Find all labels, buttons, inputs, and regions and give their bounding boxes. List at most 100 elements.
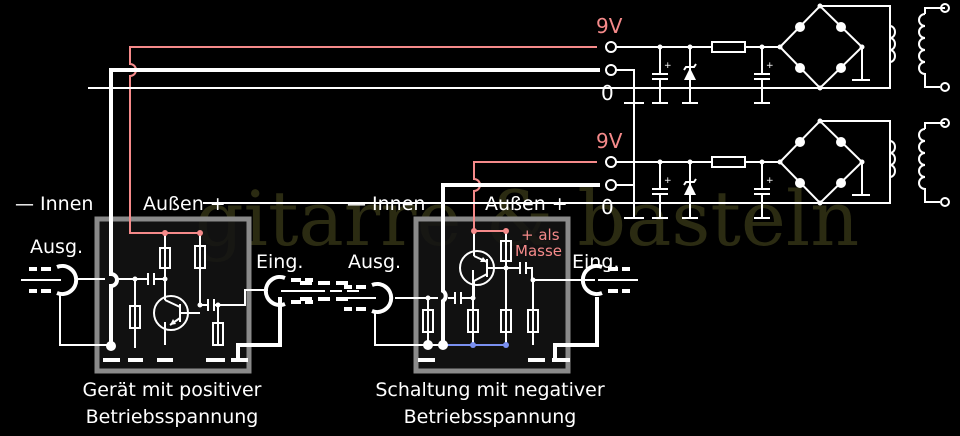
power-supply: ++ <box>203 103 950 219</box>
resistor <box>500 309 512 333</box>
wiring <box>59 46 600 362</box>
zero-supply-wire-1 <box>109 68 600 346</box>
resistor <box>194 245 206 269</box>
ground-symbols-2 <box>418 297 599 362</box>
junction-dot <box>106 341 116 351</box>
inner-label-2: — Innen <box>347 193 425 215</box>
diode <box>795 178 805 188</box>
electrolytic-capacitor <box>754 47 770 104</box>
junction-dot <box>132 276 138 282</box>
junction-dot <box>215 302 221 308</box>
jack-ring <box>580 264 603 296</box>
junction-dot <box>503 342 509 348</box>
resistor <box>159 247 171 269</box>
coupling-capacitors-1 <box>147 273 215 311</box>
diode <box>795 22 805 32</box>
junction-dot <box>817 118 823 124</box>
transistor-leads <box>473 231 506 298</box>
junction-dot <box>197 302 203 308</box>
resistor <box>129 305 141 329</box>
plus-mark: + <box>766 61 774 71</box>
terminal-plus <box>605 156 617 168</box>
transistor-leads <box>164 299 200 326</box>
terminal-plus <box>605 41 617 53</box>
zero-supply-wire-2 <box>441 183 600 345</box>
resistor <box>422 309 434 333</box>
plug-shield-dashes <box>608 267 630 293</box>
zener-triangle <box>684 68 696 80</box>
supply-2-plus-label: 9V <box>596 129 623 153</box>
diode <box>795 63 805 73</box>
output-label-1: Ausg. <box>30 236 83 258</box>
caption-positive-line1: Gerät mit positiver <box>83 379 262 401</box>
ground-note-line2: Masse <box>515 242 562 260</box>
junction-dot <box>197 230 203 236</box>
diode <box>836 63 846 73</box>
junction-dot <box>687 159 693 165</box>
jack-socket <box>336 282 394 314</box>
mains-terminal <box>940 3 950 13</box>
junction-dot <box>470 342 476 348</box>
terminal-zero <box>605 64 617 76</box>
transformer-secondary <box>918 122 945 203</box>
resistor <box>527 309 539 333</box>
junction-dot <box>470 295 476 301</box>
transformer-primary <box>889 140 896 178</box>
plug-shield-dashes <box>291 278 313 304</box>
transformer-secondary <box>918 7 945 88</box>
jack-socket <box>21 264 79 296</box>
plus-mark: + <box>664 61 672 71</box>
diode <box>836 137 846 147</box>
caption-negative-line2: Betriebsspannung <box>404 406 577 428</box>
outer-label-2: Außen + <box>485 193 568 215</box>
junction-dot <box>503 265 509 271</box>
junction-dot <box>162 230 168 236</box>
diode <box>836 22 846 32</box>
plus-mark: + <box>766 176 774 186</box>
electrolytic-capacitor <box>652 162 668 219</box>
junction-dot <box>503 228 509 234</box>
device-box-positive <box>94 216 252 374</box>
plus-mark: + <box>664 176 672 186</box>
junction-dot <box>777 44 783 50</box>
resistor <box>212 322 224 346</box>
junction-dot <box>817 85 823 91</box>
junction-dot <box>859 44 865 50</box>
junction-dot <box>657 44 663 50</box>
resistor <box>467 309 479 333</box>
coupling-capacitors-2 <box>454 262 527 304</box>
junction-dot <box>471 228 477 234</box>
junction-dot <box>438 340 448 350</box>
output-label-2: Ausg. <box>348 251 401 273</box>
jack-socket <box>580 264 638 296</box>
jack-ring <box>371 282 394 314</box>
junction-dot <box>657 159 663 165</box>
junction-dot <box>859 159 865 165</box>
mains-terminal <box>940 118 950 128</box>
diode <box>795 137 805 147</box>
supply-1-zero-label: 0 <box>601 81 614 105</box>
supply-2-zero-label: 0 <box>601 195 614 219</box>
transformer-primary <box>889 25 896 63</box>
input-label-2: Eing. <box>572 251 619 273</box>
junction-dot <box>425 295 431 301</box>
junction-dot <box>817 200 823 206</box>
junction-dot <box>530 277 536 283</box>
inner-label-1: — Innen <box>15 193 93 215</box>
junction-dot <box>817 3 823 9</box>
plug-shield-dashes <box>344 285 366 311</box>
outer-label-1: Außen + <box>143 193 226 215</box>
junction-dot <box>423 340 433 350</box>
junction-dot <box>162 276 168 282</box>
caption-negative-line1: Schaltung mit negativer <box>375 379 604 401</box>
power-supply: ++ <box>88 3 950 104</box>
series-resistor <box>711 156 746 168</box>
ground-note-line1: + als <box>521 226 560 244</box>
jack-ring <box>263 275 286 307</box>
junction-dot <box>687 44 693 50</box>
diode <box>836 178 846 188</box>
jack-ring <box>56 264 79 296</box>
junction-dot <box>777 159 783 165</box>
